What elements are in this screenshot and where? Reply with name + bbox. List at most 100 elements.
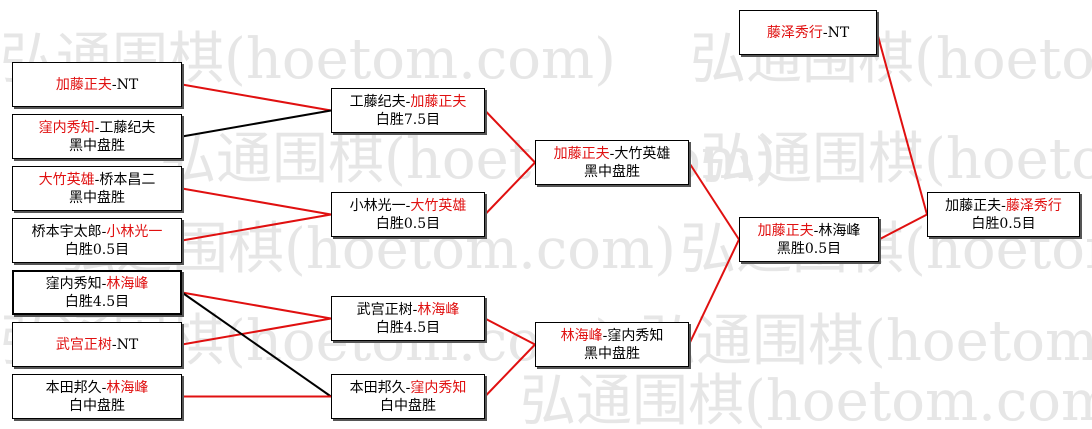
connector-line <box>181 187 332 216</box>
player-two-name: 工藤纪夫 <box>99 119 156 136</box>
connector-line <box>484 317 536 346</box>
player-two-name: NT <box>116 336 139 353</box>
connector-line <box>688 161 740 241</box>
match-box: 武宫正树-NT <box>12 322 182 367</box>
match-players: 小林光一-大竹英雄 <box>350 197 467 215</box>
connector-line <box>878 213 928 241</box>
match-box: 工藤纪夫-加藤正夫白胜7.5目 <box>331 88 485 133</box>
separator: - <box>111 336 117 353</box>
separator: - <box>813 222 819 239</box>
match-players: 工藤纪夫-加藤正夫 <box>350 93 467 111</box>
separator: - <box>101 379 107 396</box>
match-result: 黑中盘胜 <box>584 163 640 180</box>
connector-line <box>181 83 332 112</box>
match-box: 加藤正夫-藤泽秀行白胜0.5目 <box>927 192 1080 237</box>
match-box: 桥本宇太郎-小林光一白胜0.5目 <box>12 218 182 263</box>
match-players: 加藤正夫-NT <box>56 76 138 94</box>
player-one-name: 武宫正树 <box>356 301 413 318</box>
match-result: 白胜4.5目 <box>375 319 441 336</box>
match-players: 加藤正夫-大竹英雄 <box>554 145 671 163</box>
match-box: 藤泽秀行-NT <box>739 10 877 55</box>
connector-line <box>484 109 536 164</box>
match-box: 加藤正夫-NT <box>12 62 182 107</box>
player-two-name: 窪内秀知 <box>607 327 664 344</box>
player-two-name: 藤泽秀行 <box>1005 197 1062 214</box>
match-box: 武宫正树-林海峰白胜4.5目 <box>331 296 485 341</box>
connector-line <box>181 291 332 398</box>
player-two-name: 林海峰 <box>106 379 149 396</box>
match-result: 黑胜0.5目 <box>776 240 842 257</box>
separator: - <box>94 171 100 188</box>
player-one-name: 加藤正夫 <box>945 197 1002 214</box>
connector-line <box>181 109 332 138</box>
player-two-name: 小林光一 <box>106 223 163 240</box>
player-two-name: 桥本昌二 <box>99 171 156 188</box>
player-one-name: 加藤正夫 <box>553 145 610 162</box>
match-result: 白胜0.5目 <box>971 215 1036 232</box>
match-box: 窪内秀知-林海峰白胜4.5目 <box>12 270 182 315</box>
match-result: 白胜0.5目 <box>64 241 130 258</box>
match-box: 加藤正夫-林海峰黑胜0.5目 <box>739 217 879 262</box>
match-box: 本田邦久-窪内秀知白中盘胜 <box>331 374 485 419</box>
connector-line <box>181 317 332 346</box>
separator: - <box>405 93 411 110</box>
match-box: 本田邦久-林海峰白中盘胜 <box>12 374 182 419</box>
connector-line <box>484 343 536 398</box>
match-result: 白胜7.5目 <box>375 111 441 128</box>
player-one-name: 藤泽秀行 <box>766 24 823 41</box>
player-two-name: 窪内秀知 <box>410 379 467 396</box>
match-players: 窪内秀知-工藤纪夫 <box>39 119 156 137</box>
separator: - <box>101 223 107 240</box>
match-players: 大竹英雄-桥本昌二 <box>39 171 156 189</box>
match-players: 本田邦久-窪内秀知 <box>350 379 467 397</box>
player-two-name: 林海峰 <box>818 222 861 239</box>
match-players: 加藤正夫-林海峰 <box>758 222 861 240</box>
match-players: 林海峰-窪内秀知 <box>561 327 664 345</box>
player-two-name: 林海峰 <box>417 301 460 318</box>
match-result: 黑中盘胜 <box>69 137 125 154</box>
player-one-name: 窪内秀知 <box>45 275 102 292</box>
player-one-name: 大竹英雄 <box>38 171 95 188</box>
separator: - <box>405 379 411 396</box>
player-one-name: 林海峰 <box>560 327 603 344</box>
match-players: 桥本宇太郎-小林光一 <box>32 223 163 241</box>
player-two-name: 大竹英雄 <box>410 197 467 214</box>
player-two-name: 林海峰 <box>106 275 149 292</box>
match-players: 本田邦久-林海峰 <box>46 379 149 397</box>
connector-line <box>181 291 332 320</box>
player-two-name: 大竹英雄 <box>614 145 671 162</box>
match-players: 武宫正树-林海峰 <box>357 301 460 319</box>
player-one-name: 窪内秀知 <box>38 119 95 136</box>
match-result: 白中盘胜 <box>69 397 125 414</box>
match-box: 林海峰-窪内秀知黑中盘胜 <box>535 322 689 367</box>
connector-line <box>688 239 740 345</box>
separator: - <box>1001 197 1006 214</box>
match-players: 加藤正夫-藤泽秀行 <box>945 197 1062 215</box>
player-two-name: 加藤正夫 <box>410 93 467 110</box>
player-one-name: 工藤纪夫 <box>349 93 406 110</box>
match-result: 白中盘胜 <box>380 397 436 414</box>
player-one-name: 武宫正树 <box>55 336 112 353</box>
separator: - <box>111 76 117 93</box>
match-box: 小林光一-大竹英雄白胜0.5目 <box>331 192 485 237</box>
match-players: 藤泽秀行-NT <box>767 24 849 42</box>
separator: - <box>101 275 107 292</box>
match-result: 黑中盘胜 <box>584 345 640 362</box>
separator: - <box>822 24 828 41</box>
match-box: 大竹英雄-桥本昌二黑中盘胜 <box>12 166 182 211</box>
player-two-name: NT <box>827 24 850 41</box>
match-result: 白胜0.5目 <box>375 215 441 232</box>
separator: - <box>602 327 608 344</box>
connector-line <box>876 32 928 215</box>
player-two-name: NT <box>116 76 139 93</box>
connector-line <box>484 161 536 216</box>
match-result: 黑中盘胜 <box>69 189 125 206</box>
player-one-name: 桥本宇太郎 <box>31 223 102 240</box>
match-box: 加藤正夫-大竹英雄黑中盘胜 <box>535 140 689 185</box>
player-one-name: 加藤正夫 <box>55 76 112 93</box>
separator: - <box>609 145 615 162</box>
match-box: 窪内秀知-工藤纪夫黑中盘胜 <box>12 114 182 159</box>
match-players: 窪内秀知-林海峰 <box>46 275 149 293</box>
player-one-name: 本田邦久 <box>45 379 102 396</box>
